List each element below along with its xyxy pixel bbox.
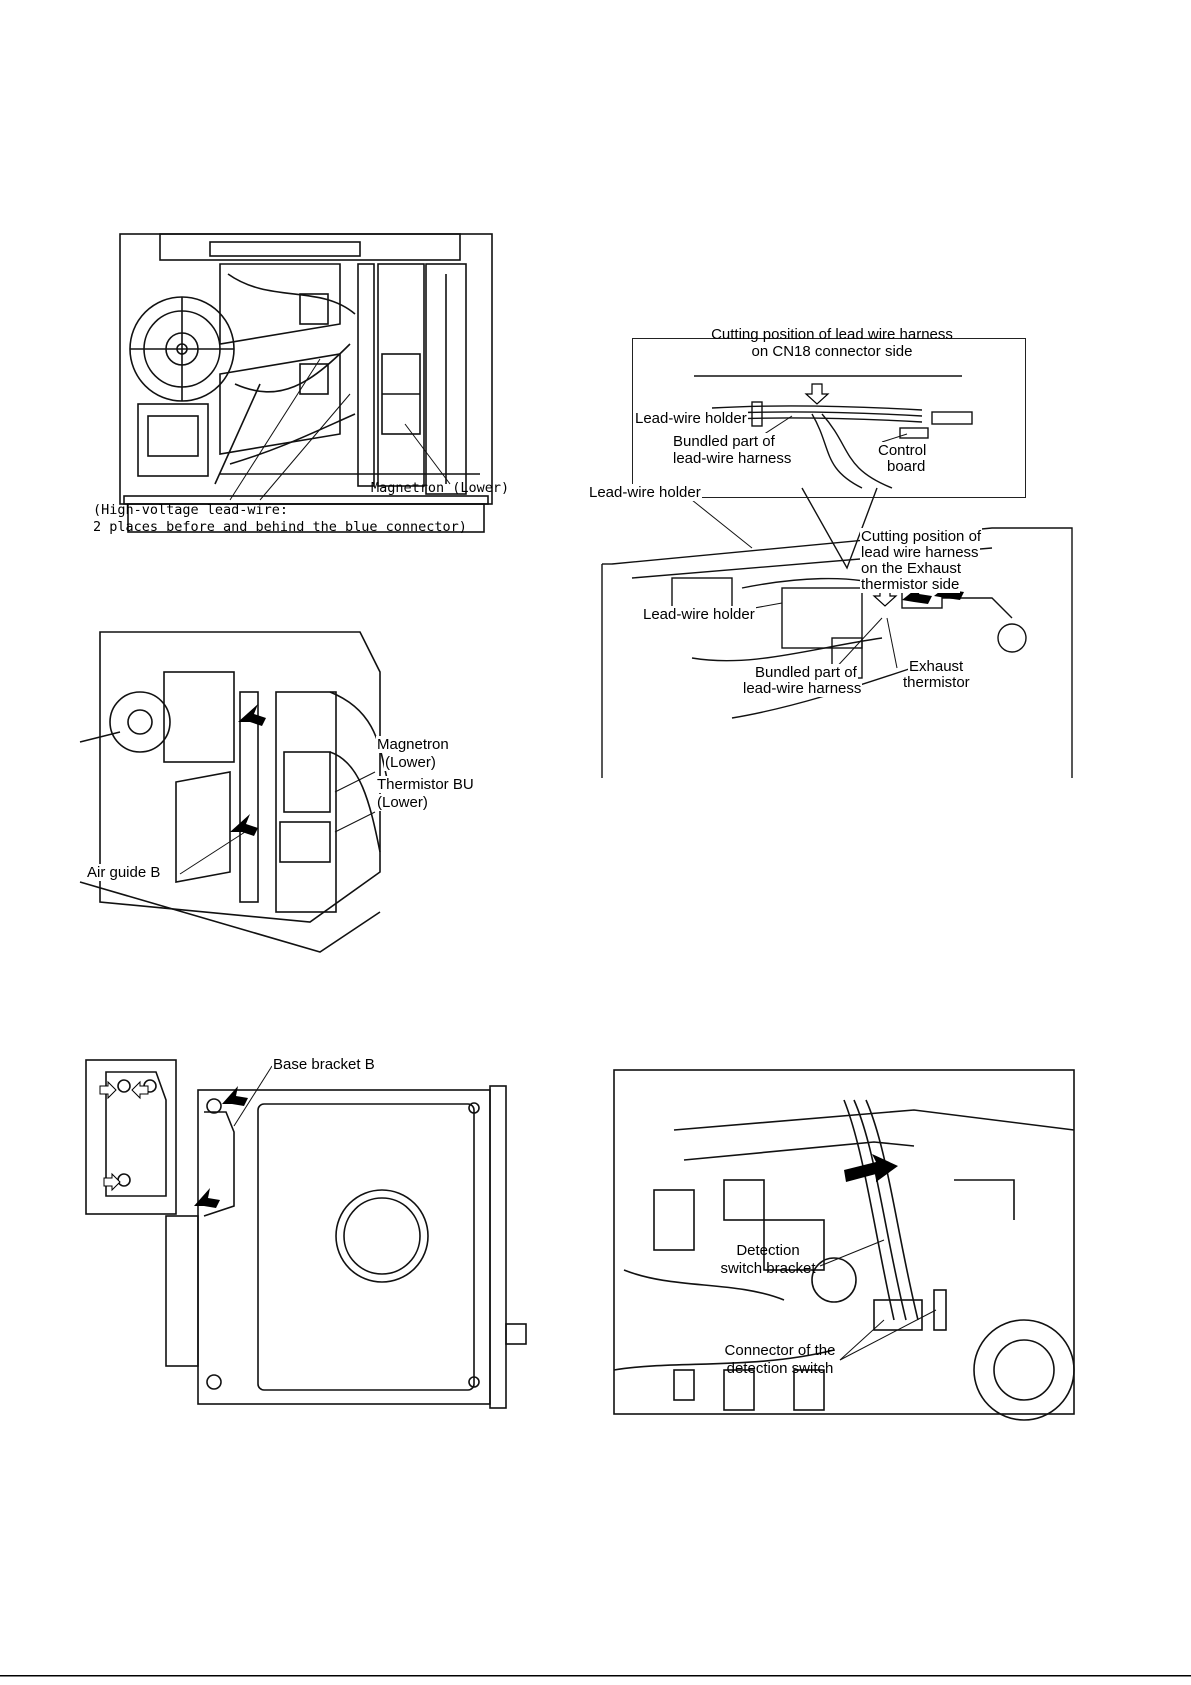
label-control-board-1: Control	[877, 442, 928, 459]
label-detection-switch-bracket-1: Detection	[736, 1242, 800, 1259]
label-thermistor-bu: Thermistor BU	[376, 776, 475, 793]
magnetron-top-view-illustration	[119, 233, 493, 533]
figure-base-bracket: Base bracket B	[85, 1056, 536, 1409]
label-base-bracket-b: Base bracket B	[272, 1056, 376, 1073]
label-exhaust-thermistor-2: thermistor	[902, 674, 971, 691]
label-air-guide-b: Air guide B	[86, 864, 162, 881]
detection-switch-illustration	[613, 1069, 1075, 1421]
label-cut-exhaust-1: Cutting position of	[860, 528, 983, 545]
figure-harness-cutting: Cutting position of lead wire harness on…	[588, 326, 1073, 778]
label-bundled-inset-1: Bundled part of	[672, 433, 776, 450]
label-hv-lead-wire-2: 2 places before and behind the blue conn…	[93, 519, 467, 535]
label-connector-detection-switch-2: detection switch	[726, 1360, 834, 1377]
harness-cutting-illustration	[601, 375, 1073, 778]
label-exhaust-thermistor-1: Exhaust	[908, 658, 965, 675]
label-magnetron: Magnetron	[376, 736, 450, 753]
magnetron-perspective-illustration	[79, 631, 391, 953]
label-magnetron-lower-2: (Lower)	[384, 754, 437, 771]
label-detection-switch-bracket-2: switch bracket	[720, 1260, 816, 1277]
label-lead-wire-holder-top: Lead-wire holder	[588, 484, 702, 501]
label-cut-cn18-2: on CN18 connector side	[751, 343, 913, 360]
label-lead-wire-holder-mid: Lead-wire holder	[642, 606, 756, 623]
label-bundled-1: Bundled part of	[754, 664, 858, 681]
figure-magnetron-top-view: Magnetron (Lower) (High-voltage lead-wir…	[93, 233, 530, 574]
figure-magnetron-perspective: Magnetron (Lower) Thermistor BU (Lower) …	[79, 631, 530, 962]
label-control-board-2: board	[886, 458, 927, 475]
page-bottom-edge	[0, 1675, 1191, 1677]
label-connector-detection-switch-1: Connector of the	[724, 1342, 836, 1359]
label-magnetron-lower: Magnetron (Lower)	[371, 480, 510, 496]
label-cut-exhaust-3: on the Exhaust	[860, 560, 963, 577]
label-thermistor-lower: (Lower)	[376, 794, 429, 811]
label-cut-cn18-1: Cutting position of lead wire harness	[711, 326, 953, 343]
label-bundled-inset-2: lead-wire harness	[672, 450, 793, 467]
label-lead-wire-holder-inset: Lead-wire holder	[634, 410, 748, 427]
label-hv-lead-wire-1: (High-voltage lead-wire:	[93, 502, 289, 518]
base-bracket-illustration	[85, 1059, 527, 1409]
figure-detection-switch: Detection switch bracket Connector of th…	[613, 1069, 1075, 1421]
label-cut-exhaust-2: lead wire harness	[860, 544, 980, 561]
label-bundled-2: lead-wire harness	[742, 680, 863, 697]
label-cut-exhaust-4: thermistor side	[860, 576, 961, 593]
